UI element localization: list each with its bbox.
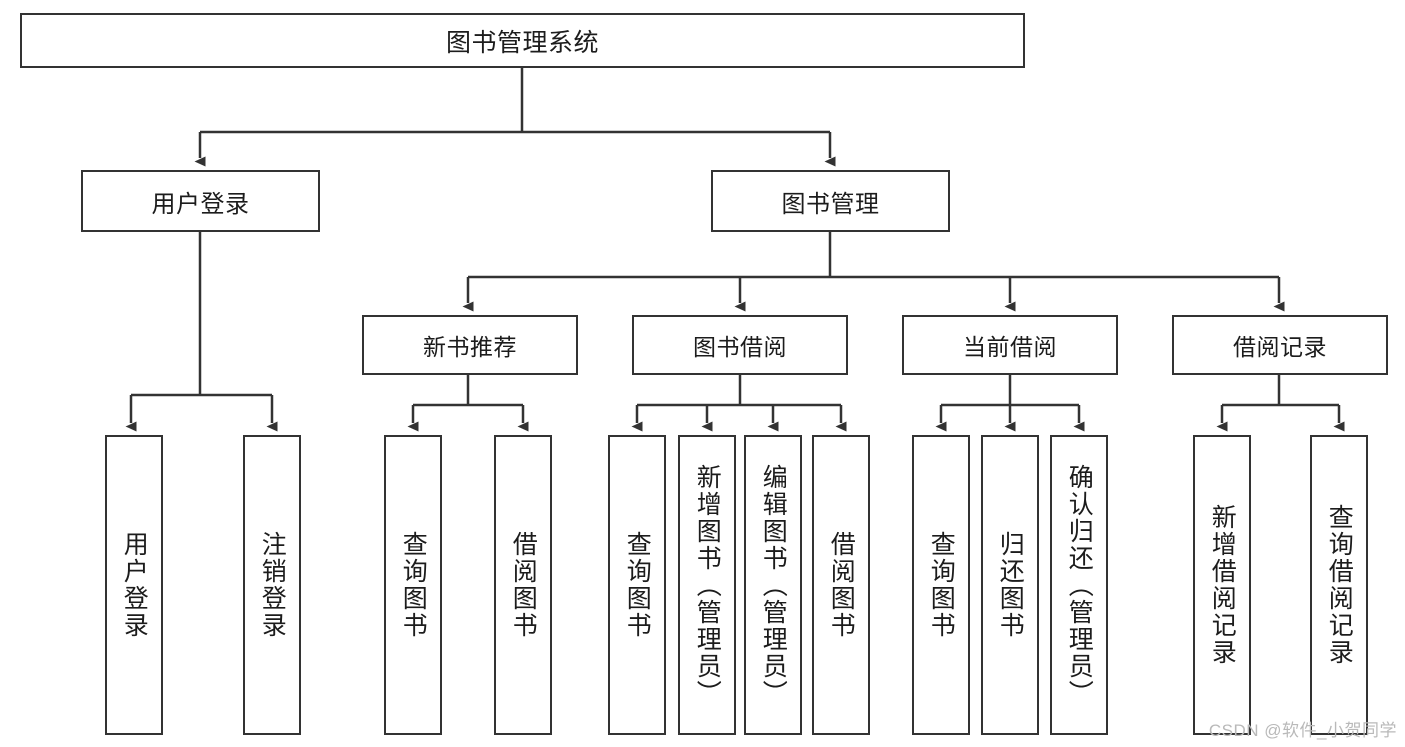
node-root-label: 图书管理系统 (445, 28, 599, 57)
leaf-current-query-book-label: 查询图书 (927, 531, 956, 639)
leaf-return-book-label: 归还图书 (996, 531, 1025, 639)
node-new-book-recommend-label: 新书推荐 (423, 334, 517, 360)
node-book-borrow-label: 图书借阅 (693, 334, 787, 360)
leaf-borrow-book-label: 借阅图书 (827, 531, 856, 639)
leaf-confirm-return-admin[interactable]: 确认归还（管理员） (1050, 435, 1108, 735)
node-root-system[interactable]: 图书管理系统 (20, 13, 1025, 68)
leaf-borrow-query-book-label: 查询图书 (623, 531, 652, 639)
leaf-logout-label: 注销登录 (258, 531, 287, 639)
leaf-return-book[interactable]: 归还图书 (981, 435, 1039, 735)
node-current-borrow[interactable]: 当前借阅 (902, 315, 1118, 375)
node-book-manage-label: 图书管理 (781, 190, 880, 218)
leaf-add-book-admin[interactable]: 新增图书（管理员） (678, 435, 736, 735)
watermark-text: CSDN @软件_小贺同学 (1208, 721, 1397, 740)
leaf-borrow-query-book[interactable]: 查询图书 (608, 435, 666, 735)
node-new-book-recommend[interactable]: 新书推荐 (362, 315, 578, 375)
node-book-manage[interactable]: 图书管理 (711, 170, 950, 232)
node-user-login[interactable]: 用户登录 (81, 170, 320, 232)
leaf-current-query-book[interactable]: 查询图书 (912, 435, 970, 735)
node-borrow-record[interactable]: 借阅记录 (1172, 315, 1388, 375)
leaf-edit-book-admin-label: 编辑图书（管理员） (759, 463, 788, 707)
leaf-query-borrow-record-label: 查询借阅记录 (1325, 504, 1354, 666)
leaf-add-borrow-record-label: 新增借阅记录 (1208, 504, 1237, 666)
leaf-logout[interactable]: 注销登录 (243, 435, 301, 735)
leaf-new-book-query[interactable]: 查询图书 (384, 435, 442, 735)
node-current-borrow-label: 当前借阅 (963, 334, 1057, 360)
leaf-confirm-return-admin-label: 确认归还（管理员） (1065, 463, 1094, 707)
node-user-login-label: 用户登录 (151, 190, 250, 218)
leaf-edit-book-admin[interactable]: 编辑图书（管理员） (744, 435, 802, 735)
leaf-new-book-borrow-label: 借阅图书 (509, 531, 538, 639)
leaf-add-book-admin-label: 新增图书（管理员） (693, 463, 722, 707)
leaf-add-borrow-record[interactable]: 新增借阅记录 (1193, 435, 1251, 735)
leaf-new-book-query-label: 查询图书 (399, 531, 428, 639)
leaf-query-borrow-record[interactable]: 查询借阅记录 (1310, 435, 1368, 735)
node-book-borrow[interactable]: 图书借阅 (632, 315, 848, 375)
leaf-borrow-book[interactable]: 借阅图书 (812, 435, 870, 735)
leaf-user-login-label: 用户登录 (120, 531, 149, 639)
leaf-user-login[interactable]: 用户登录 (105, 435, 163, 735)
leaf-new-book-borrow[interactable]: 借阅图书 (494, 435, 552, 735)
node-borrow-record-label: 借阅记录 (1233, 334, 1327, 360)
